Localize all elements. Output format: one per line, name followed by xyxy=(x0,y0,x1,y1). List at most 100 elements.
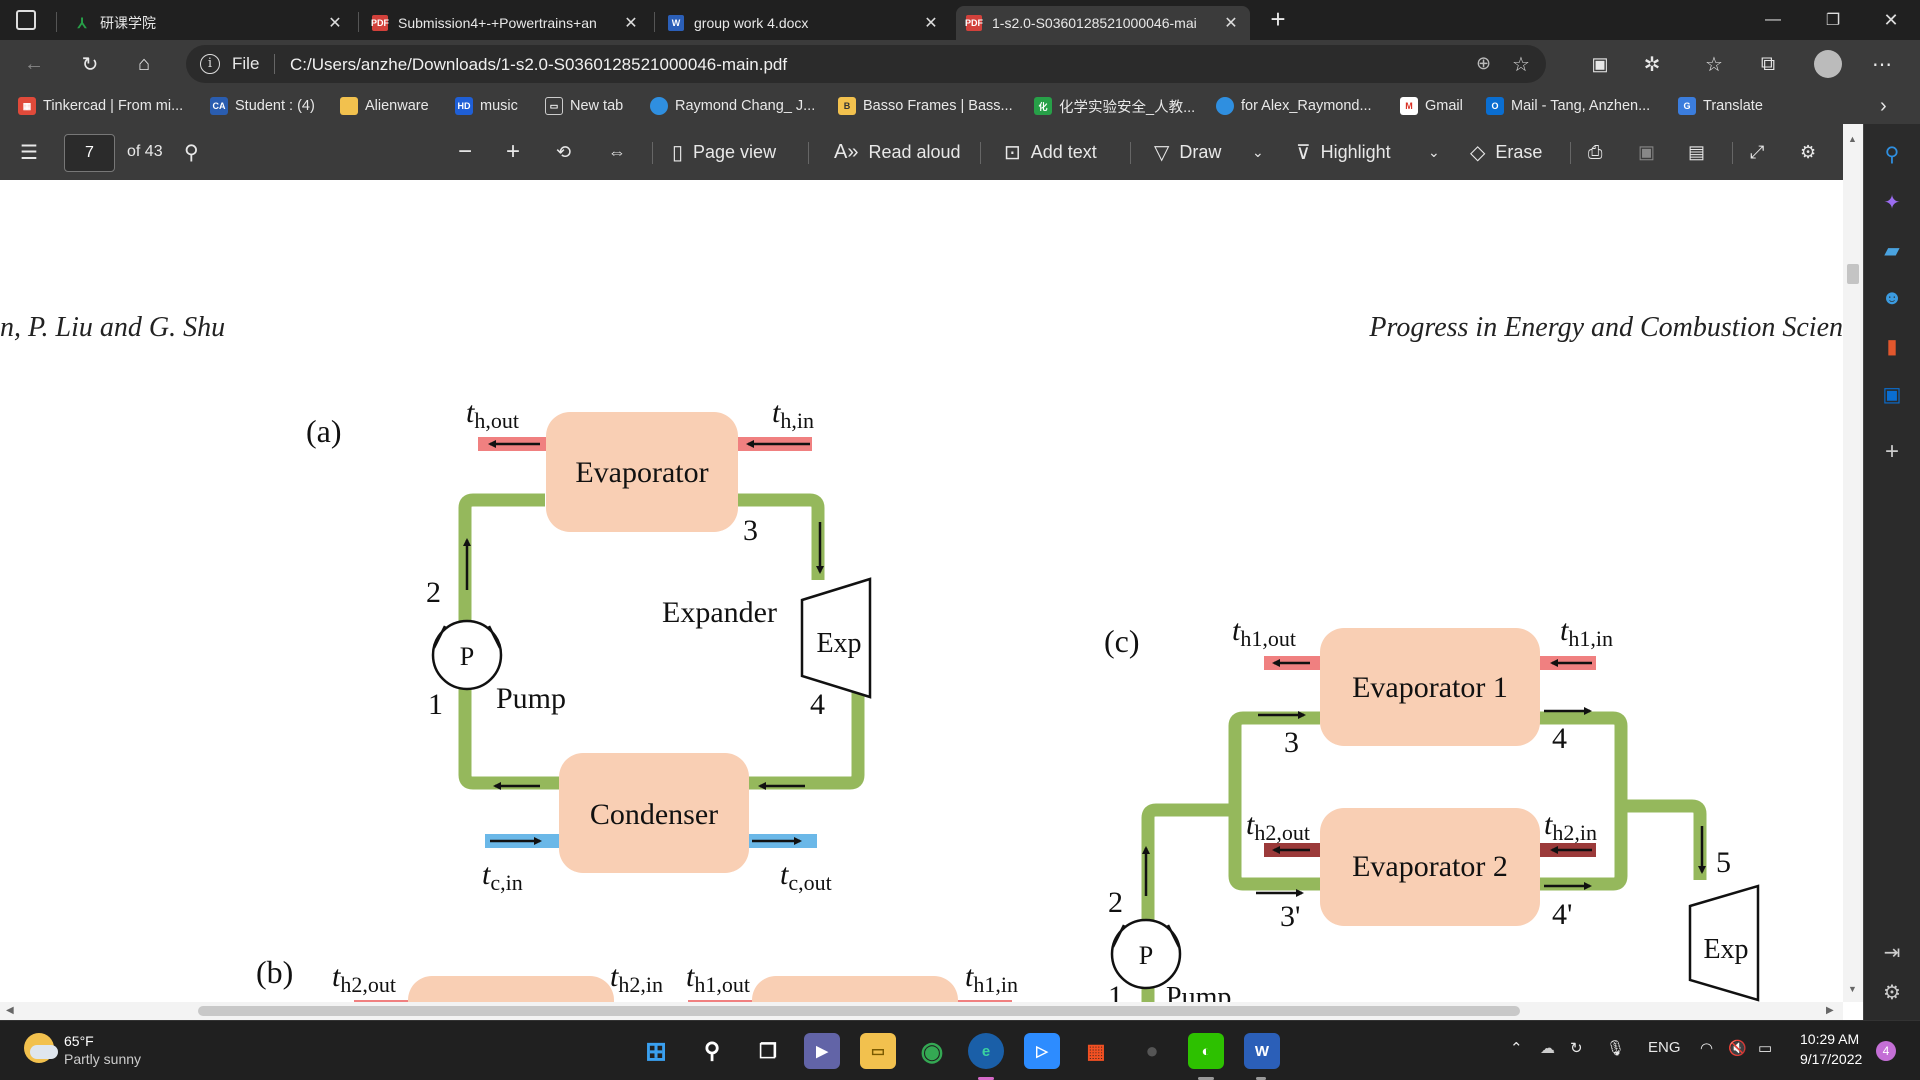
tab-group-work[interactable]: W group work 4.docx ✕ xyxy=(658,6,950,40)
page-number-input[interactable]: 7 xyxy=(64,134,115,172)
extensions-puzzle-icon[interactable]: ✲ xyxy=(1643,53,1661,76)
home-button[interactable]: ⌂ xyxy=(137,52,151,75)
more-menu-icon[interactable]: ⋯ xyxy=(1872,53,1892,76)
vertical-scroll-thumb[interactable] xyxy=(1847,264,1859,284)
profile-avatar[interactable] xyxy=(1814,50,1842,78)
highlight-button[interactable]: ⊽Highlight xyxy=(1296,141,1391,164)
tab-actions-icon[interactable] xyxy=(16,10,36,30)
sidebar-tools-icon[interactable]: ▰ xyxy=(1884,239,1900,262)
address-bar[interactable]: i File C:/Users/anzhe/Downloads/1-s2.0-S… xyxy=(186,45,1546,83)
taskbar-search-icon[interactable]: ⚲ xyxy=(703,1038,721,1063)
bookmark-alex-raymond[interactable]: for Alex_Raymond... xyxy=(1216,94,1372,118)
battery-icon[interactable]: ▭ xyxy=(1758,1040,1773,1057)
vertical-scrollbar[interactable]: ▲ ▼ xyxy=(1843,124,1863,1002)
weather-widget[interactable]: 65°F Partly sunny xyxy=(24,1031,164,1071)
bookmark-alienware[interactable]: Alienware xyxy=(340,94,429,118)
start-button[interactable]: ⊞ xyxy=(645,1035,667,1066)
draw-options-chevron-icon[interactable]: ⌄ xyxy=(1252,143,1264,160)
sidebar-settings-icon[interactable]: ⚙ xyxy=(1883,981,1901,1004)
scroll-up-icon[interactable]: ▲ xyxy=(1848,134,1857,144)
sidebar-games-icon[interactable]: ☻ xyxy=(1881,286,1903,309)
tray-overflow-icon[interactable]: ⌃ xyxy=(1510,1040,1523,1057)
url-text[interactable]: C:/Users/anzhe/Downloads/1-s2.0-S0360128… xyxy=(290,55,788,74)
tab-current-pdf[interactable]: PDF 1-s2.0-S0360128521000046-mai ✕ xyxy=(956,6,1250,40)
new-tab-button[interactable]: + xyxy=(1270,4,1286,34)
tab-submission[interactable]: PDF Submission4+-+Powertrains+an ✕ xyxy=(362,6,650,40)
scroll-left-icon[interactable]: ◀ xyxy=(6,1005,14,1016)
highlight-options-chevron-icon[interactable]: ⌄ xyxy=(1428,143,1440,160)
horizontal-scroll-thumb[interactable] xyxy=(198,1006,1520,1016)
settings-gear-icon[interactable]: ⚙ xyxy=(1800,141,1817,162)
input-language[interactable]: ENG xyxy=(1648,1039,1681,1056)
read-aloud-button[interactable]: A»Read aloud xyxy=(834,140,961,163)
close-window-button[interactable]: ✕ xyxy=(1883,9,1899,30)
save-as-icon[interactable]: ▤ xyxy=(1688,141,1706,162)
tray-sync-icon[interactable]: ↻ xyxy=(1570,1040,1583,1057)
print-icon[interactable]: ⎙ xyxy=(1588,141,1603,162)
add-text-button[interactable]: ⊡Add text xyxy=(1004,141,1097,164)
zoom-app-icon[interactable]: ▷ xyxy=(1024,1033,1060,1069)
volume-muted-icon[interactable]: 🔇 xyxy=(1728,1040,1747,1057)
close-icon[interactable]: ✕ xyxy=(328,15,342,32)
sidebar-search-icon[interactable]: ⚲ xyxy=(1884,143,1900,166)
sidebar-hide-icon[interactable]: ⇥ xyxy=(1883,941,1901,964)
file-explorer-icon[interactable]: ▭ xyxy=(860,1033,896,1069)
word-taskbar-icon[interactable]: W xyxy=(1244,1033,1280,1069)
teams-chat-icon[interactable]: ▶ xyxy=(804,1033,840,1069)
fit-width-icon[interactable]: ⇔ xyxy=(608,141,626,162)
close-icon[interactable]: ✕ xyxy=(924,15,938,32)
bookmark-chem-safety[interactable]: 化化学实验安全_人教... xyxy=(1034,94,1195,118)
extension-icon[interactable]: ▣ xyxy=(1591,53,1609,74)
notification-badge[interactable]: 4 xyxy=(1876,1041,1896,1061)
wechat-icon[interactable]: ◐ xyxy=(1188,1033,1224,1069)
tab-yanke[interactable]: ⅄ 研课学院 ✕ xyxy=(64,6,354,40)
fullscreen-icon[interactable]: ⤢ xyxy=(1750,141,1765,162)
save-icon[interactable]: ▣ xyxy=(1638,141,1656,162)
bookmark-raymond-chang[interactable]: Raymond Chang_ J... xyxy=(650,94,815,118)
zoom-in-button[interactable]: + xyxy=(506,138,521,165)
scroll-right-icon[interactable]: ▶ xyxy=(1826,1005,1834,1016)
microphone-icon[interactable]: 🎙 xyxy=(1606,1040,1626,1057)
zoom-icon[interactable]: ⊕ xyxy=(1476,53,1492,73)
sidebar-office-icon[interactable]: ▮ xyxy=(1886,335,1898,358)
minimize-button[interactable]: — xyxy=(1765,11,1781,28)
refresh-button[interactable]: ↻ xyxy=(81,53,99,76)
zoom-out-button[interactable]: − xyxy=(458,138,473,165)
clock-time[interactable]: 10:29 AM xyxy=(1800,1031,1860,1047)
sidebar-outlook-icon[interactable]: ▣ xyxy=(1882,383,1902,406)
microsoft-store-icon[interactable]: ▦ xyxy=(1086,1040,1106,1063)
scroll-down-icon[interactable]: ▼ xyxy=(1848,984,1857,994)
bookmark-tinkercad[interactable]: ▦Tinkercad | From mi... xyxy=(18,94,183,118)
task-view-icon[interactable]: ❐ xyxy=(759,1040,777,1063)
sidebar-discover-icon[interactable]: ✦ xyxy=(1883,191,1901,214)
close-icon[interactable]: ✕ xyxy=(1224,15,1238,32)
back-button[interactable]: ← xyxy=(24,52,44,75)
restore-button[interactable]: ❐ xyxy=(1825,12,1841,29)
contents-icon[interactable]: ☰ xyxy=(20,141,38,164)
sidebar-add-icon[interactable]: + xyxy=(1884,438,1899,465)
search-icon[interactable]: ⚲ xyxy=(184,141,199,164)
draw-button[interactable]: ▽Draw xyxy=(1154,141,1222,164)
edge-icon[interactable]: e xyxy=(968,1033,1004,1069)
bookmarks-overflow-icon[interactable]: › xyxy=(1880,94,1887,117)
horizontal-scrollbar[interactable]: ◀ ▶ xyxy=(0,1002,1843,1020)
info-icon[interactable]: i xyxy=(200,54,220,74)
dark-app-icon[interactable]: ● xyxy=(1145,1038,1159,1063)
clock-date[interactable]: 9/17/2022 xyxy=(1800,1051,1863,1067)
close-icon[interactable]: ✕ xyxy=(624,15,638,32)
chrome-icon[interactable]: ◉ xyxy=(920,1035,944,1066)
bookmark-new-tab[interactable]: ▭New tab xyxy=(545,94,623,118)
collections-icon[interactable]: ⧉ xyxy=(1760,52,1776,75)
rotate-icon[interactable]: ⟲ xyxy=(556,141,572,162)
wifi-icon[interactable]: ◠ xyxy=(1700,1040,1714,1057)
tray-app-icon[interactable]: ☁ xyxy=(1540,1040,1555,1057)
favorites-icon[interactable]: ☆ xyxy=(1705,53,1723,76)
page-view-button[interactable]: ▯Page view xyxy=(672,141,777,164)
favorite-add-icon[interactable]: ☆ xyxy=(1512,54,1530,76)
